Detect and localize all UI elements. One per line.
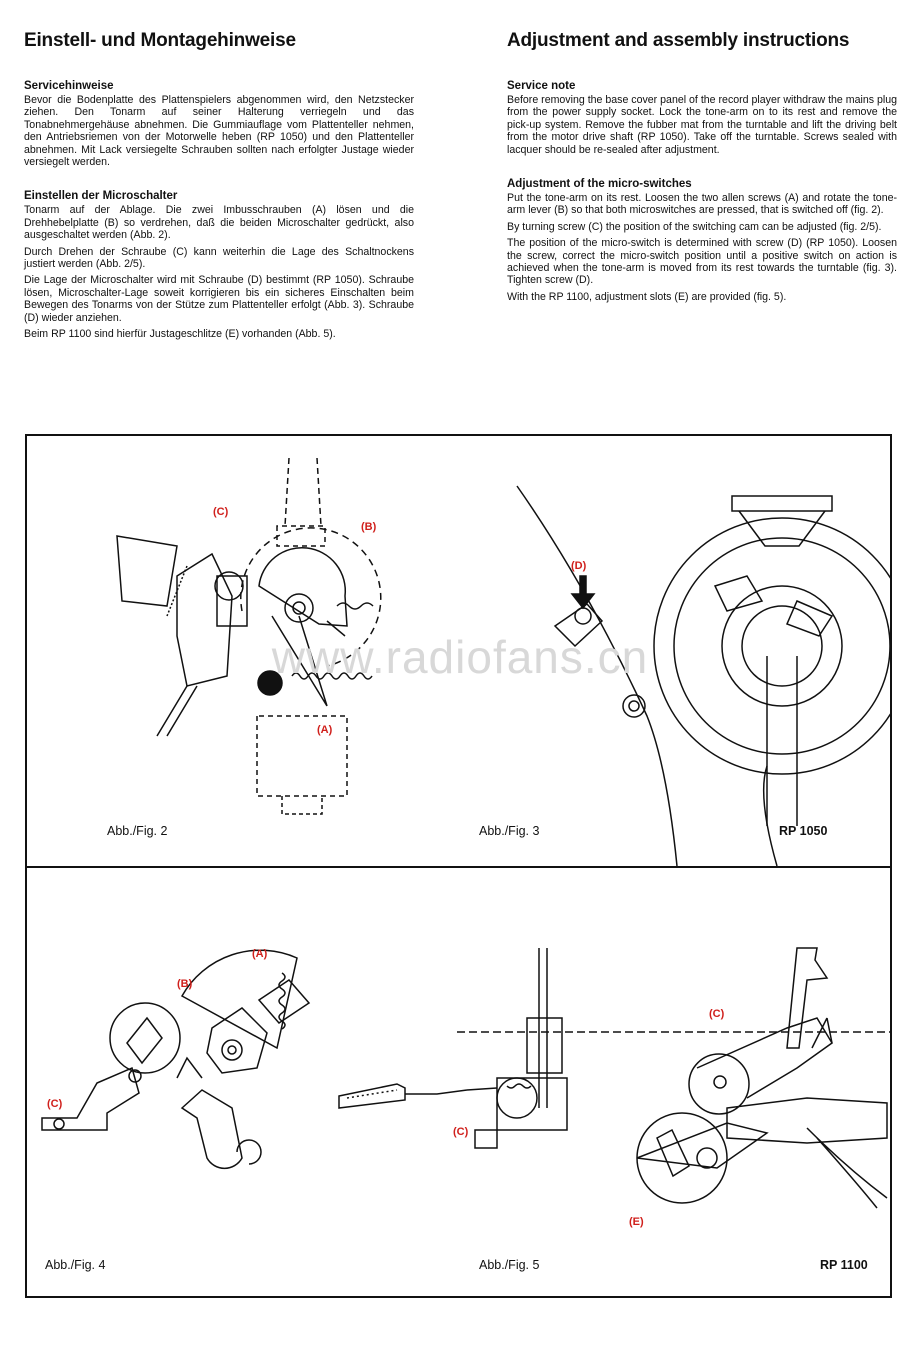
- caption-fig2: Abb./Fig. 2: [107, 824, 168, 838]
- callout-c-fig5: (C): [453, 1126, 469, 1138]
- fig3-turntable: [516, 485, 890, 866]
- german-paragraph: Durch Drehen der Schraube (C) kann weite…: [24, 245, 414, 271]
- german-heading-service: Servicehinweise: [24, 80, 114, 92]
- caption-fig4: Abb./Fig. 4: [45, 1258, 106, 1272]
- figure-panel-rp1100: (A) (B) (C) (C) (C) (E) Abb./Fig. 4 Abb.…: [25, 868, 892, 1298]
- callout-e-rp1100: (E): [629, 1216, 644, 1228]
- fig4-mechanism: [41, 949, 311, 1170]
- caption-fig3: Abb./Fig. 3: [479, 824, 540, 838]
- callout-c-fig4: (C): [47, 1098, 63, 1110]
- english-paragraph: Before removing the base cover panel of …: [507, 94, 897, 156]
- german-paragraph: Tonarm auf der Ablage. Die zwei Imbussch…: [24, 204, 414, 242]
- fig5-screwdriver: [338, 948, 890, 1149]
- callout-b-fig2: (B): [361, 521, 377, 533]
- english-paragraph: The position of the micro-switch is dete…: [507, 237, 897, 287]
- fig2-mechanism: [116, 457, 382, 815]
- english-heading-microswitch: Adjustment of the micro-switches: [507, 178, 692, 191]
- english-column: Adjustment and assembly instructions Ser…: [507, 30, 897, 325]
- figure-2-3-drawing: [116, 457, 890, 866]
- caption-fig5: Abb./Fig. 5: [479, 1258, 540, 1272]
- figure-4-5-drawing: [41, 947, 890, 1209]
- callout-c-fig2: (C): [213, 506, 229, 518]
- callout-a-fig4: (A): [252, 948, 268, 960]
- german-paragraph: Beim RP 1100 sind hierfür Justageschlitz…: [24, 328, 336, 341]
- callout-b-fig4: (B): [177, 978, 193, 990]
- callout-d-fig3: (D): [571, 560, 587, 572]
- english-paragraph: With the RP 1100, adjustment slots (E) a…: [507, 290, 787, 303]
- german-section-microswitch: Einstellen der Microschalter Tonarm auf …: [24, 190, 414, 340]
- german-section-service: Servicehinweise Bevor die Bodenplatte de…: [24, 80, 414, 168]
- english-paragraph: Put the tone-arm on its rest. Loosen the…: [507, 192, 897, 217]
- english-paragraph: By turning screw (C) the position of the…: [507, 220, 882, 233]
- german-column: Einstell- und Montagehinweise Servicehin…: [24, 30, 414, 363]
- callout-a-fig2: (A): [317, 724, 333, 736]
- english-section-microswitch: Adjustment of the micro-switches Put the…: [507, 178, 897, 303]
- german-paragraph: Bevor die Bodenplatte des Plattenspieler…: [24, 94, 414, 169]
- model-label-rp1100: RP 1100: [820, 1258, 868, 1272]
- english-section-service: Service note Before removing the base co…: [507, 80, 897, 156]
- callout-c-rp1100: (C): [709, 1008, 725, 1020]
- german-paragraph: Die Lage der Microschalter wird mit Schr…: [24, 274, 414, 324]
- figure-panel-rp1050: (C) (B) (A) (D) Abb./Fig. 2 Abb./Fig. 3 …: [25, 434, 892, 868]
- german-title: Einstell- und Montagehinweise: [24, 30, 296, 51]
- english-heading-service: Service note: [507, 80, 576, 92]
- model-label-rp1050: RP 1050: [779, 824, 828, 838]
- rp1100-detail: [636, 947, 888, 1209]
- german-heading-microswitch: Einstellen der Microschalter: [24, 190, 178, 203]
- english-title: Adjustment and assembly instructions: [507, 30, 850, 51]
